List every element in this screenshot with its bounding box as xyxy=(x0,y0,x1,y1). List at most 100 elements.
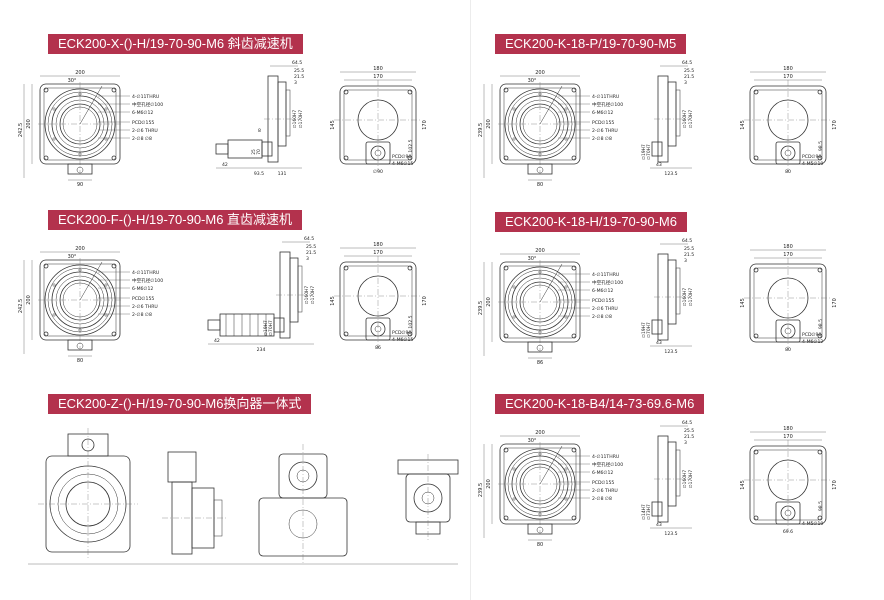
motor-end xyxy=(215,143,229,155)
side-input-housing xyxy=(273,317,285,333)
callout-tapped: 6-M6∅12 xyxy=(592,110,613,116)
rear-height-label: 102.5 xyxy=(408,315,414,328)
side-dim-label: 64.5 xyxy=(292,60,302,66)
angle-label: 30° xyxy=(528,78,537,84)
rear-width-label: 170 xyxy=(373,250,383,256)
mounting-hole xyxy=(43,155,49,161)
side-bottom-label: 123.5 xyxy=(664,531,677,537)
technical-drawing: 20030°200242.5904-∅11THRU中空孔径∅1006-M6∅12… xyxy=(18,60,428,188)
callout-tapped: 6-M6∅12 xyxy=(592,288,613,294)
rear-height-label: 170 xyxy=(422,120,428,130)
rear-mount-hole xyxy=(817,515,823,521)
callout-center-hole: 中空孔径∅100 xyxy=(592,279,623,286)
side-dim-label: 8 xyxy=(258,128,261,134)
callout-center-hole: 中空孔径∅100 xyxy=(592,101,623,108)
rear-bottom-label: ∅90 xyxy=(373,169,383,175)
rear-width-label: 170 xyxy=(373,74,383,80)
input-shaft xyxy=(536,344,544,352)
rear-width-label: 170 xyxy=(783,434,793,440)
mounting-hole xyxy=(503,515,509,521)
tapped-hole xyxy=(52,107,56,111)
total-height-label: 239.5 xyxy=(478,483,484,497)
rear-mount-hole xyxy=(817,89,823,95)
angle-label: 30° xyxy=(68,254,77,260)
side-dim-label: 3 xyxy=(684,258,687,264)
side-input-housing xyxy=(261,141,273,157)
side-dim-label: 64.5 xyxy=(682,60,692,66)
mounting-hole xyxy=(43,263,49,269)
input-base xyxy=(527,341,553,353)
tapped-hole xyxy=(52,313,56,317)
width-label: 200 xyxy=(535,248,545,254)
mounting-hole xyxy=(571,265,577,271)
side-dim-label: 64.5 xyxy=(304,236,314,242)
rear-width-label: 180 xyxy=(783,244,793,250)
side-dim-label: 25.5 xyxy=(684,68,694,74)
side-dim-label: ∅70H7 xyxy=(646,144,652,160)
tapped-hole xyxy=(564,497,568,501)
height-label: 200 xyxy=(486,297,492,307)
callout-pin-hole: 2-∅6 THRU xyxy=(592,488,618,494)
side-bottom-label: 234 xyxy=(257,347,266,353)
rear-input-flange xyxy=(775,141,801,165)
z-side-top xyxy=(167,451,197,483)
side-bottom-label: 123.5 xyxy=(664,171,677,177)
mounting-hole xyxy=(571,155,577,161)
input-shaft xyxy=(76,342,84,350)
mounting-hole xyxy=(111,155,117,161)
side-flange xyxy=(297,265,303,313)
rear-pcd-label: PCD∅90 xyxy=(392,154,411,160)
angle-label: 30° xyxy=(68,78,77,84)
callout-holes: 4-∅11THRU xyxy=(592,94,619,100)
side-dim-label: ∅19H7 xyxy=(641,322,647,338)
rear-height-label: 170 xyxy=(832,480,838,490)
rear-mount-hole xyxy=(407,265,413,271)
callout-pcd: PCD∅155 xyxy=(592,480,614,486)
fit-label: ∅170H7 xyxy=(298,110,304,129)
side-bottom-label: 43 xyxy=(656,162,662,168)
angle-line xyxy=(79,261,103,301)
side-dim-label: 21.5 xyxy=(306,250,316,256)
rear-mount-hole xyxy=(817,155,823,161)
side-dim-label: 25.5 xyxy=(294,68,304,74)
side-dim-label: 21.5 xyxy=(684,74,694,80)
side-dim-label: ∅14H7 xyxy=(641,504,647,520)
panel-title: ECK200-K-18-B4/14-73-69.6-M6 xyxy=(495,394,705,414)
rear-mount-hole xyxy=(407,331,413,337)
tapped-hole xyxy=(512,315,516,319)
rear-tap-label: 4-M5∅10 xyxy=(802,521,823,527)
rear-input-flange xyxy=(775,319,801,343)
rear-mount-hole xyxy=(343,265,349,271)
rear-height-label: 145 xyxy=(740,480,746,490)
rear-mount-hole xyxy=(817,449,823,455)
rear-bottom-label: 69.6 xyxy=(783,529,793,535)
side-dim-label: ∅19H7 xyxy=(641,144,647,160)
fit-label: ∅160H7 xyxy=(292,110,298,129)
tapped-hole xyxy=(52,137,56,141)
side-bottom-label: 93.5 xyxy=(254,171,264,177)
rear-height-label: 98.5 xyxy=(818,141,824,151)
technical-drawing: 20030°200239.5804-∅11THRU中空孔径∅1006-M6∅12… xyxy=(478,60,838,188)
rear-height-label: 145 xyxy=(740,120,746,130)
callout-holes: 4-∅11THRU xyxy=(132,270,159,276)
tapped-hole xyxy=(512,467,516,471)
panel-title: ECK200-K-18-P/19-70-90-M5 xyxy=(495,34,687,54)
width-label: 200 xyxy=(75,246,85,252)
callout-holes: 4-∅11THRU xyxy=(132,94,159,100)
panel-title: ECK200-X-()-H/19-70-90-M6 斜齿减速机 xyxy=(48,34,303,54)
tapped-hole xyxy=(104,313,108,317)
rear-width-label: 180 xyxy=(373,242,383,248)
rear-pcd-label: PCD∅90 xyxy=(802,154,821,160)
tapped-hole xyxy=(104,283,108,287)
mounting-hole xyxy=(43,331,49,337)
rear-bottom-label: 80 xyxy=(785,169,791,175)
side-dim-label: ∅73H7 xyxy=(646,504,652,520)
rear-tap-label: 4-M6∅15 xyxy=(392,337,413,343)
rear-height-label: 145 xyxy=(740,298,746,308)
motor-end xyxy=(207,319,221,331)
tapped-hole xyxy=(104,107,108,111)
callout-tapped: 6-M6∅12 xyxy=(132,286,153,292)
angle-line xyxy=(539,263,563,303)
total-height-label: 242.5 xyxy=(18,299,24,313)
mounting-hole xyxy=(571,333,577,339)
